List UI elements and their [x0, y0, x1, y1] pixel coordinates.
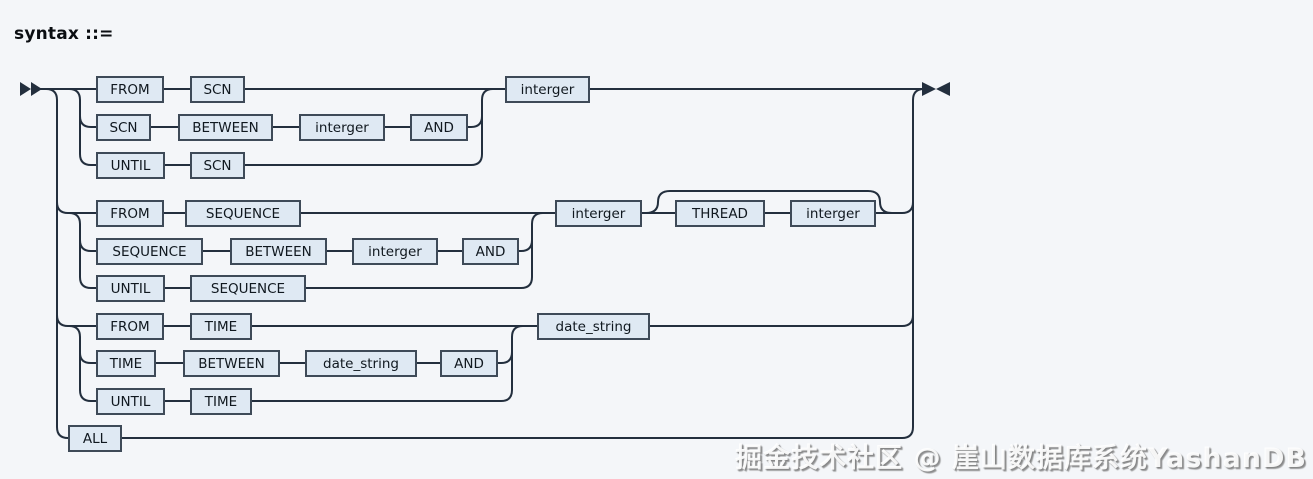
- node-from: FROM: [96, 200, 164, 227]
- node-sequence: SEQUENCE: [190, 275, 306, 302]
- sequence-alt-line: [68, 212, 96, 289]
- start-arrow-icon: [20, 82, 42, 96]
- node-between: BETWEEN: [183, 350, 280, 377]
- time-alt-line: [68, 325, 96, 402]
- node-time: TIME: [190, 388, 252, 415]
- node-and: AND: [440, 350, 498, 377]
- node-interger: interger: [505, 76, 590, 103]
- watermark: 掘金技术社区 @ 崖山数据库系统YashanDB: [735, 443, 1307, 474]
- node-date-string: date_string: [305, 350, 417, 377]
- time-entry-line: [56, 314, 96, 327]
- outer-branch-line: [45, 88, 69, 439]
- node-from: FROM: [96, 313, 164, 340]
- right-collector-line: [122, 88, 925, 439]
- node-from: FROM: [96, 76, 164, 103]
- node-until: UNTIL: [96, 152, 165, 179]
- sequence-row1-line: [96, 201, 914, 214]
- node-scn: SCN: [190, 152, 245, 179]
- time-row1-line: [96, 314, 914, 327]
- scn-alt-branch-line: [79, 115, 96, 128]
- time-alt-branch-line: [79, 352, 96, 364]
- node-scn: SCN: [96, 114, 151, 141]
- time-row3-line: [91, 325, 524, 402]
- sequence-row3-line: [91, 212, 544, 289]
- node-interger: interger: [555, 200, 642, 227]
- node-time: TIME: [190, 313, 252, 340]
- scn-alt-line: [68, 88, 96, 166]
- node-until: UNTIL: [96, 388, 165, 415]
- thread-bypass-line: [645, 190, 893, 214]
- node-date-string: date_string: [537, 313, 650, 340]
- node-scn: SCN: [190, 76, 245, 103]
- page-title: syntax ::=: [14, 24, 114, 44]
- node-interger: interger: [352, 238, 438, 265]
- node-sequence: SEQUENCE: [96, 238, 203, 265]
- node-thread: THREAD: [675, 200, 765, 227]
- node-until: UNTIL: [96, 275, 165, 302]
- node-and: AND: [462, 238, 519, 265]
- sequence-alt-branch-line: [79, 239, 96, 252]
- scn-row3-line: [91, 88, 494, 166]
- node-sequence: SEQUENCE: [185, 200, 301, 227]
- node-between: BETWEEN: [230, 238, 327, 265]
- node-and: AND: [410, 114, 468, 141]
- sequence-entry-line: [56, 201, 96, 214]
- node-between: BETWEEN: [178, 114, 273, 141]
- node-time: TIME: [96, 350, 156, 377]
- node-all: ALL: [68, 425, 122, 452]
- node-interger: interger: [299, 114, 385, 141]
- end-arrow-icon: [922, 82, 950, 96]
- node-interger: interger: [790, 200, 876, 227]
